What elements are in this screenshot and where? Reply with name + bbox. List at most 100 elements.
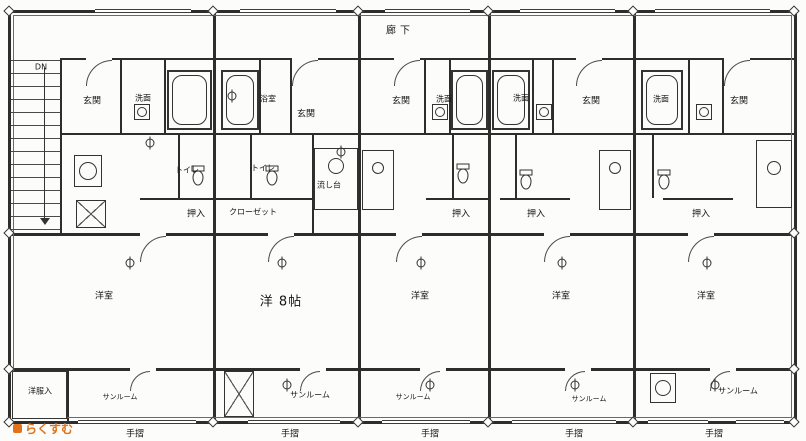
wall xyxy=(452,135,454,198)
wall xyxy=(426,198,490,200)
window xyxy=(385,9,470,13)
room-label-sunroom-3: サンルーム xyxy=(395,393,431,401)
room-label-washroom-1: 洗面 xyxy=(135,93,151,103)
wall-inner-line xyxy=(791,15,792,418)
staircase xyxy=(11,60,60,235)
wall xyxy=(420,58,576,60)
watermark-text: らくすむ xyxy=(25,422,74,436)
wall xyxy=(602,58,724,60)
handrail-label-4: 手摺 xyxy=(564,429,584,440)
wall xyxy=(8,10,11,424)
door-opening xyxy=(544,233,570,236)
room-label-washroom-4: 洗面 xyxy=(513,93,529,103)
handrail-label-5: 手摺 xyxy=(704,429,724,440)
fixture-bowl xyxy=(609,162,621,174)
door-opening xyxy=(688,233,714,236)
room-label-closet-3: 押入 xyxy=(451,209,471,220)
wall xyxy=(8,368,795,371)
handrail-label-1: 手摺 xyxy=(125,429,145,440)
wall xyxy=(213,10,216,424)
wall xyxy=(449,60,451,135)
wall-inner-line xyxy=(13,15,792,16)
wall xyxy=(722,60,724,133)
room-label-sunroom-5: サンルーム xyxy=(718,386,758,396)
door-opening xyxy=(565,368,591,371)
light-symbol xyxy=(710,378,720,392)
handrail-label-2: 手摺 xyxy=(280,429,300,440)
storage-box xyxy=(76,200,106,228)
bathtub xyxy=(492,70,530,130)
light-symbol xyxy=(425,378,435,392)
wall xyxy=(164,60,166,135)
window xyxy=(382,420,470,424)
wall xyxy=(663,198,733,200)
pillar-symbol xyxy=(788,416,800,428)
wall xyxy=(259,60,261,135)
wall xyxy=(120,60,122,133)
bathtub xyxy=(641,70,683,130)
fixture-bowl xyxy=(655,380,671,396)
room-label-entrance-2: 玄関 xyxy=(296,109,316,120)
wall xyxy=(112,58,292,60)
door-arc xyxy=(688,236,714,262)
window xyxy=(736,420,784,424)
light-symbol xyxy=(227,89,237,103)
window xyxy=(78,420,196,424)
toilet-fixture xyxy=(657,169,671,190)
wall xyxy=(552,60,554,133)
door-arc xyxy=(86,60,112,86)
pillar-symbol xyxy=(352,416,364,428)
bathtub xyxy=(221,70,259,130)
fixture-bowl xyxy=(699,107,709,117)
light-symbol xyxy=(125,256,135,270)
fixture-box xyxy=(12,371,67,419)
fixture-bowl xyxy=(79,162,97,180)
window xyxy=(520,9,615,13)
storage-box xyxy=(224,371,254,417)
door-arc xyxy=(544,236,570,262)
wall xyxy=(250,135,252,198)
wall xyxy=(60,58,62,235)
toilet-fixture xyxy=(456,163,470,184)
room-label-western-room-1: 洋室 xyxy=(94,291,114,302)
wall xyxy=(424,60,426,133)
fixture-bowl xyxy=(137,107,147,117)
door-opening xyxy=(396,233,422,236)
light-symbol xyxy=(277,256,287,270)
room-label-closet-4: 押入 xyxy=(526,209,546,220)
wall xyxy=(62,58,86,60)
wall xyxy=(290,60,292,133)
light-symbol xyxy=(336,145,346,159)
room-label-closet-1: 押入 xyxy=(186,209,206,220)
bathtub xyxy=(167,70,212,130)
window xyxy=(95,9,191,13)
window xyxy=(648,420,708,424)
door-opening xyxy=(140,233,166,236)
wall xyxy=(532,60,534,135)
room-label-western-room-3: 洋室 xyxy=(410,291,430,302)
room-label-bathroom-2: 浴室 xyxy=(260,94,276,104)
toilet-fixture xyxy=(519,169,533,190)
stairs-arrow-head xyxy=(40,218,50,225)
room-label-toilet-1: トイレ xyxy=(175,165,199,175)
wall xyxy=(358,10,361,424)
bathtub xyxy=(451,70,488,130)
light-symbol xyxy=(570,378,580,392)
room-label-sunroom-2: サンルーム xyxy=(290,390,330,400)
wall xyxy=(67,371,69,421)
fixture-box xyxy=(599,150,631,210)
wall xyxy=(312,135,314,233)
room-label-sunroom-4: サンルーム xyxy=(571,395,607,403)
fixture-box xyxy=(314,148,358,210)
door-opening xyxy=(710,368,736,371)
room-label-closet-5: 押入 xyxy=(691,209,711,220)
window xyxy=(248,420,340,424)
pillar-symbol xyxy=(627,416,639,428)
window xyxy=(240,9,336,13)
wall xyxy=(688,60,690,135)
room-label-entrance-5: 玄関 xyxy=(729,96,749,107)
light-symbol xyxy=(557,256,567,270)
room-label-corridor: 廊下 xyxy=(386,25,414,37)
door-arc xyxy=(130,371,150,391)
fixture-bowl xyxy=(328,158,344,174)
